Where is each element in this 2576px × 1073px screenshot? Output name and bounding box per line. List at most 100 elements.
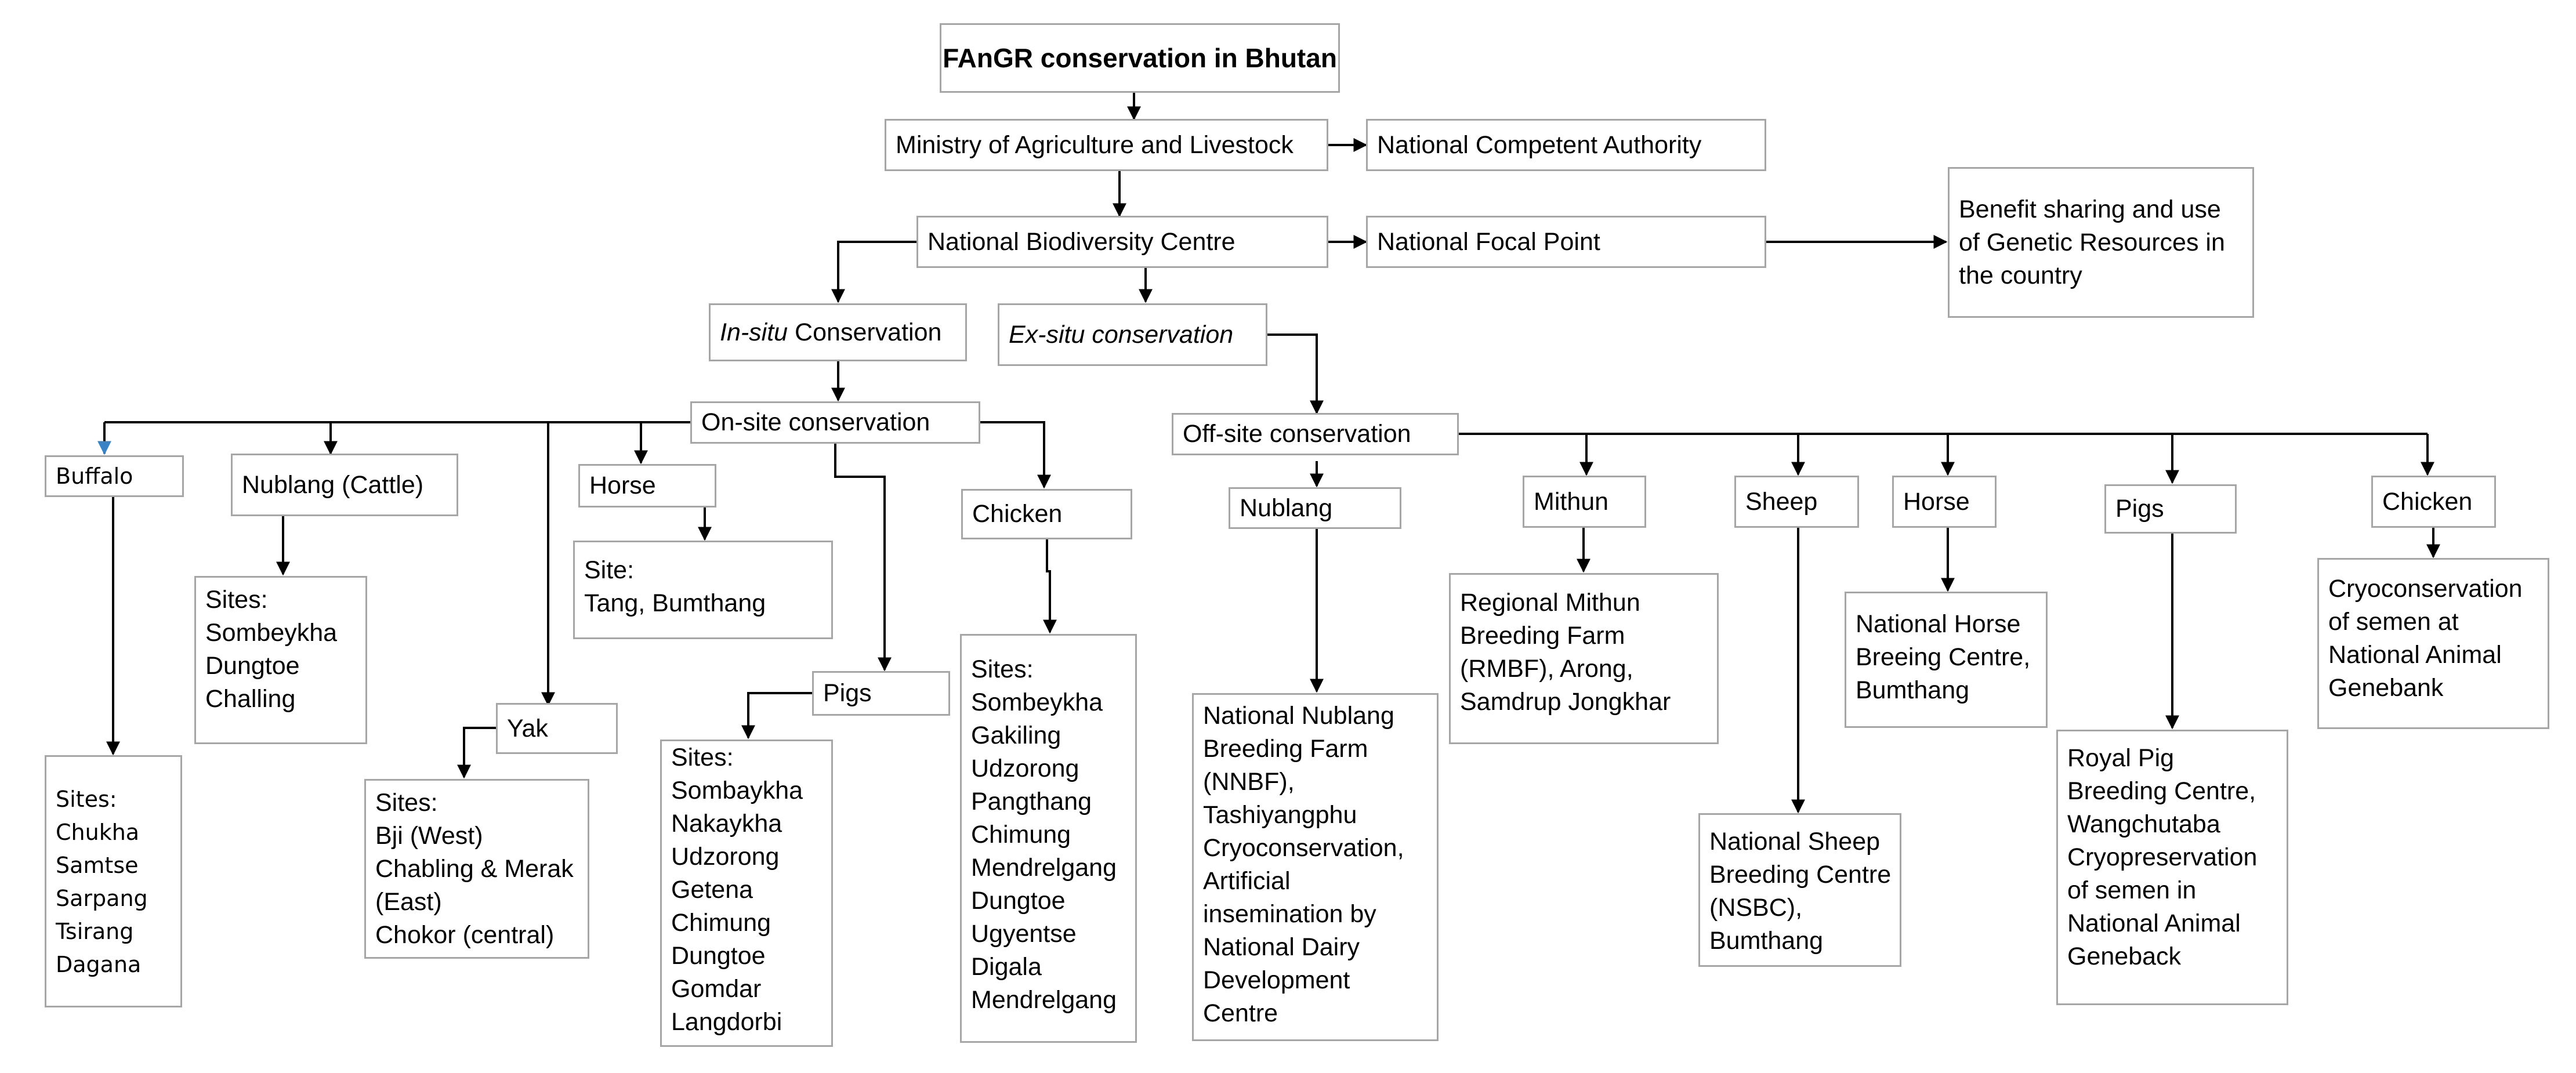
site-line: Dagana <box>56 952 142 977</box>
site-line: Sites: <box>205 586 268 614</box>
detail-line: National Sheep <box>1709 828 1881 855</box>
buffalo-sites-box: Sites: Chukha Samtse Sarpang Tsirang Dag… <box>45 755 182 1007</box>
detail-line: Bumthang <box>1709 927 1824 955</box>
yak-box: Yak <box>496 703 618 754</box>
pigs-onsite-label: Pigs <box>823 679 872 707</box>
detail-line: (NNBF), <box>1203 768 1295 796</box>
mithun-box: Mithun <box>1523 476 1646 528</box>
detail-line: National Horse <box>1856 610 2021 638</box>
horse-onsite-label: Horse <box>589 472 656 499</box>
detail-line: insemination by <box>1203 900 1376 928</box>
chicken-onsite-label: Chicken <box>972 500 1063 528</box>
site-line: Chukha <box>56 820 140 845</box>
nublang-sites-box: Sites: Sombeykha Dungtoe Challing <box>194 576 367 744</box>
site-line: (East) <box>375 888 442 916</box>
detail-line: National Animal <box>2067 909 2241 937</box>
pigs-offsite-detail-box: Royal Pig Breeding Centre, Wangchutaba C… <box>2056 730 2288 1005</box>
site-line: Site: <box>584 556 635 584</box>
detail-line: Development <box>1203 966 1350 994</box>
edge-onsite-pigs <box>834 444 892 672</box>
horse-offsite-label: Horse <box>1903 487 1970 516</box>
focal-point-label: National Focal Point <box>1377 227 1600 256</box>
detail-line: Breeding Farm <box>1203 735 1368 763</box>
buffalo-label: Buffalo <box>56 463 133 489</box>
on-site-label: On-site conservation <box>701 408 930 436</box>
detail-line: Geneback <box>2067 942 2182 970</box>
horse-sites-box: Site: Tang, Bumthang <box>573 541 833 639</box>
chicken-onsite-box: Chicken <box>961 489 1132 539</box>
nbc-box: National Biodiversity Centre <box>916 216 1328 268</box>
site-line: Chokor (central) <box>375 921 555 949</box>
detail-line: Royal Pig <box>2067 744 2175 772</box>
ministry-label: Ministry of Agriculture and Livestock <box>896 130 1294 159</box>
horse-offsite-detail-box: National Horse Breeing Centre, Bumthang <box>1845 592 2048 728</box>
site-line: Sites: <box>56 786 117 812</box>
site-line: Mendrelgang <box>971 986 1117 1014</box>
detail-line: Cryopreservation <box>2067 843 2258 871</box>
benefit-line: Benefit sharing and use <box>1959 195 2221 223</box>
site-line: Sombeykha <box>205 619 338 647</box>
site-line: Sombaykha <box>671 777 803 804</box>
in-situ-label: In-situ Conservation <box>720 316 941 349</box>
site-line: Getena <box>671 876 753 904</box>
detail-line: of semen in <box>2067 876 2197 904</box>
site-line: Sombeykha <box>971 688 1103 716</box>
chicken-sites-box: Sites: Sombeykha Gakiling Udzorong Pangt… <box>960 634 1137 1043</box>
site-line: Langdorbi <box>671 1008 782 1036</box>
benefit-sharing-box: Benefit sharing and use of Genetic Resou… <box>1948 167 2254 318</box>
edge-chicken-sites <box>1043 539 1057 634</box>
competent-authority-box: National Competent Authority <box>1366 119 1766 171</box>
detail-line: of semen at <box>2328 608 2459 636</box>
chicken-offsite-label: Chicken <box>2382 487 2473 516</box>
site-line: Sites: <box>671 744 734 771</box>
site-line: Bji (West) <box>375 822 483 850</box>
ex-situ-box: Ex-situ conservation <box>998 303 1267 366</box>
focal-point-box: National Focal Point <box>1366 216 1766 268</box>
sheep-detail-box: National Sheep Breeding Centre (NSBC), B… <box>1698 813 1901 967</box>
competent-authority-label: National Competent Authority <box>1377 130 1702 159</box>
detail-line: Breeding Centre <box>1709 861 1892 889</box>
site-line: Pangthang <box>971 788 1092 815</box>
detail-line: Regional Mithun <box>1460 589 1640 617</box>
site-line: Chimung <box>671 909 771 937</box>
site-line: Tang, Bumthang <box>584 589 766 617</box>
detail-line: Breeing Centre, <box>1856 643 2031 671</box>
detail-line: Tashiyangphu <box>1203 801 1357 829</box>
pigs-onsite-box: Pigs <box>812 671 950 716</box>
site-line: Mendrelgang <box>971 854 1117 882</box>
detail-line: Centre <box>1203 999 1278 1027</box>
mithun-label: Mithun <box>1534 487 1609 516</box>
edge-nbc-insitu <box>831 241 916 303</box>
edge-yak-sites <box>457 727 496 779</box>
detail-line: Cryoconservation, <box>1203 834 1404 862</box>
site-line: Dungtoe <box>971 887 1066 915</box>
detail-line: (NSBC), <box>1709 894 1803 922</box>
yak-sites-box: Sites: Bji (West) Chabling & Merak (East… <box>364 779 589 959</box>
edge-pigs-sites <box>741 692 812 740</box>
benefit-line: the country <box>1959 262 2082 289</box>
detail-line: National Dairy <box>1203 933 1360 961</box>
in-situ-italic: In-situ <box>720 318 788 346</box>
site-line: Chabling & Merak <box>375 855 574 883</box>
nublang-offsite-detail-box: National Nublang Breeding Farm (NNBF), T… <box>1192 693 1439 1041</box>
nublang-cattle-box: Nublang (Cattle) <box>231 454 458 516</box>
sheep-label: Sheep <box>1745 487 1818 516</box>
benefit-line: of Genetic Resources in <box>1959 229 2225 256</box>
site-line: Sites: <box>971 655 1034 683</box>
site-line: Sites: <box>375 789 438 817</box>
site-line: Dungtoe <box>671 942 766 970</box>
on-site-box: On-site conservation <box>690 401 980 444</box>
site-line: Ugyentse <box>971 920 1077 948</box>
chicken-offsite-detail-box: Cryoconservation of semen at National An… <box>2317 558 2549 729</box>
ex-situ-label: Ex-situ conservation <box>1009 320 1234 349</box>
detail-line: Breeding Farm <box>1460 622 1625 650</box>
ministry-box: Ministry of Agriculture and Livestock <box>885 119 1328 171</box>
detail-line: Genebank <box>2328 674 2444 702</box>
edge-exsitu-offsite <box>1267 334 1324 415</box>
site-line: Sarpang <box>56 886 148 911</box>
title-box: FAnGR conservation in Bhutan <box>940 23 1340 93</box>
edge-onsite-chicken <box>980 421 1051 489</box>
pigs-offsite-label: Pigs <box>2115 495 2164 523</box>
sheep-box: Sheep <box>1734 476 1859 528</box>
